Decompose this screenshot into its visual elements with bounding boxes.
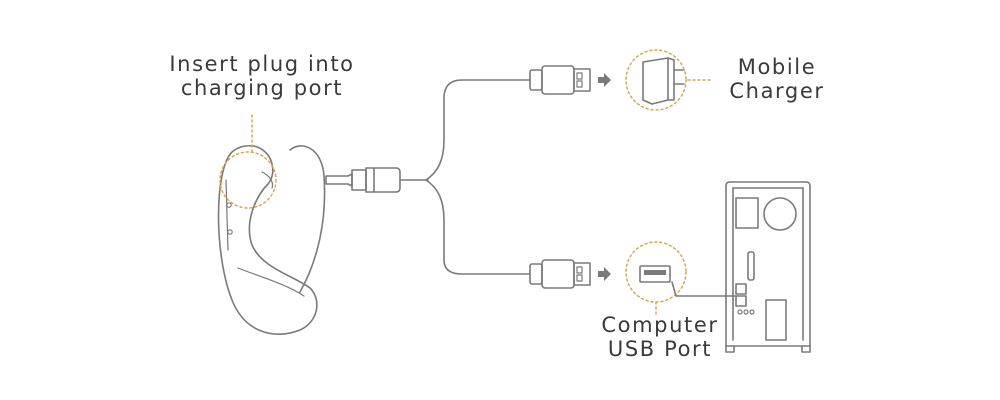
charging-port-callout (219, 114, 277, 209)
insert-plug-label-line2: charging port (180, 76, 344, 100)
wall-charger-icon (642, 57, 685, 105)
computer-tower-icon (671, 181, 811, 353)
mobile-charger-label-line2: Charger (729, 79, 825, 103)
usb-plug-bottom-icon (529, 259, 591, 289)
charging-plug-icon (325, 167, 429, 193)
computer-usb-label-line2: USB Port (607, 337, 713, 361)
mobile-charger-label: Mobile Charger (716, 55, 838, 103)
usb-plug-top-icon (529, 65, 591, 95)
insert-plug-label-line1: Insert plug into (169, 52, 355, 76)
insert-plug-label: Insert plug into charging port (152, 52, 372, 100)
usb-port-icon (639, 265, 671, 283)
device-icon (217, 144, 326, 335)
usb-port-callout (625, 241, 687, 317)
computer-usb-label-line1: Computer (601, 313, 719, 337)
mobile-charger-callout (625, 49, 713, 111)
arrow-top-icon (598, 73, 611, 87)
mobile-charger-label-line1: Mobile (737, 55, 817, 79)
arrow-bottom-icon (598, 267, 611, 281)
split-cable (425, 79, 531, 275)
computer-usb-label: Computer USB Port (590, 313, 730, 361)
